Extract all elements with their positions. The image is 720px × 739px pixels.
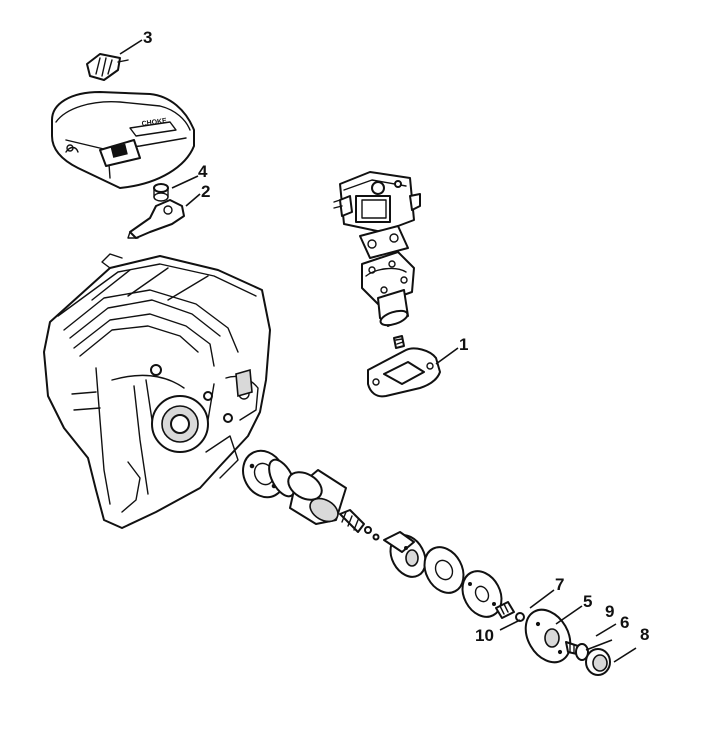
adjust-bolt-part [565, 641, 589, 661]
callout-3: 3 [143, 28, 152, 47]
choke-lever-part [127, 199, 185, 239]
cover-plate-part [524, 608, 572, 664]
callout-5: 5 [583, 592, 592, 611]
crankcase-housing [43, 253, 271, 529]
callout-2: 2 [201, 182, 210, 201]
callout-9: 9 [605, 602, 614, 621]
carburetor-assembly [333, 171, 421, 327]
callout-1: 1 [459, 335, 468, 354]
choke-clip-part [86, 53, 129, 81]
cover-stamp-text: CHOKE [141, 117, 167, 127]
callout-7: 7 [555, 575, 564, 594]
callout-10: 10 [475, 626, 494, 645]
callout-4: 4 [198, 162, 208, 181]
callout-8: 8 [640, 625, 649, 644]
carb-stud-part [393, 335, 405, 349]
small-screw-part [495, 601, 525, 622]
air-filter-cover: CHOKE [51, 91, 195, 189]
spring-part [153, 183, 169, 202]
oil-pump-assembly [242, 449, 503, 618]
sealing-cap-part [585, 648, 611, 676]
flange-gasket-part [367, 347, 441, 398]
callout-labels: 3 4 2 1 7 5 9 6 8 10 [143, 28, 649, 645]
leader-lines [119, 39, 637, 663]
callout-6: 6 [620, 613, 629, 632]
